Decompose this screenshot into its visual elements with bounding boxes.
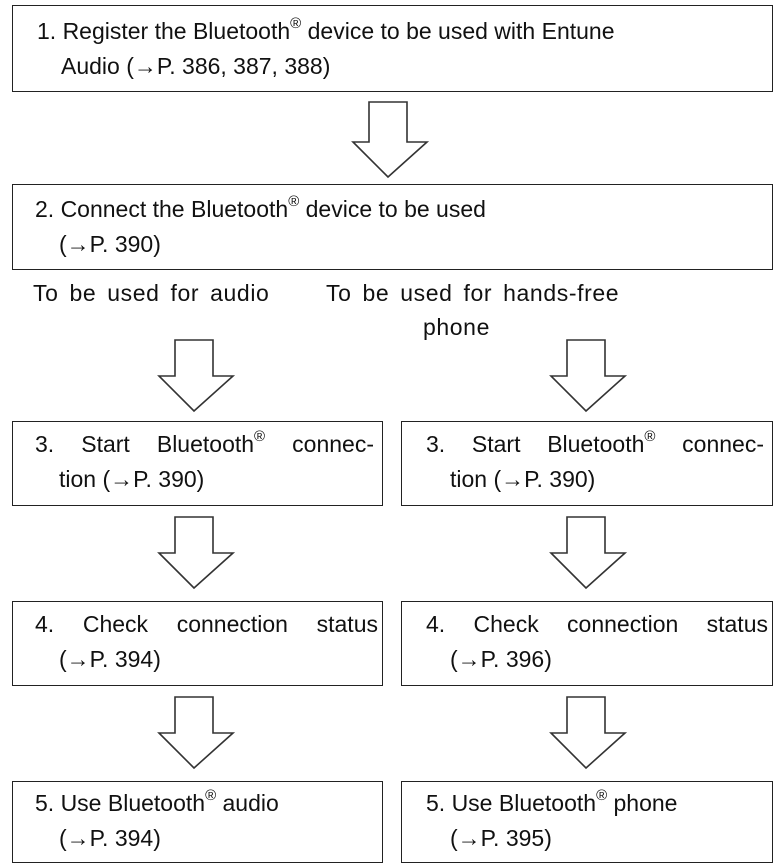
audio-step-5-box: 5. Use Bluetooth® audio (→P. 394) — [12, 781, 383, 863]
audio-step-4-line-2: (→P. 394) — [59, 646, 161, 672]
phone-step-5-box: 5. Use Bluetooth® phone (→P. 395) — [401, 781, 773, 863]
registered-mark: ® — [596, 787, 608, 804]
down-arrow-icon — [351, 101, 430, 179]
branch-label-audio: To be used for audio — [33, 280, 270, 306]
step-1-box: 1. Register the Bluetooth® device to be … — [12, 5, 773, 92]
registered-mark: ® — [288, 193, 300, 210]
step-1-line-2: Audio (→P. 386, 387, 388) — [61, 53, 331, 79]
down-arrow-icon — [549, 696, 628, 770]
step-2-line-1: 2. Connect the Bluetooth® device to be u… — [35, 193, 486, 222]
phone-step-4-box: 4. Check connection status (→P. 396) — [401, 601, 773, 686]
registered-mark: ® — [644, 428, 656, 445]
registered-mark: ® — [254, 428, 266, 445]
phone-step-3-box: 3. Start Bluetooth® connec- tion (→P. 39… — [401, 421, 773, 506]
down-arrow-icon — [157, 696, 236, 770]
audio-step-3-box: 3. Start Bluetooth® connec- tion (→P. 39… — [12, 421, 383, 506]
phone-step-4-line-1: 4. Check connection status — [426, 611, 768, 637]
phone-step-4-line-2: (→P. 396) — [450, 646, 552, 672]
audio-step-3-line-2: tion (→P. 390) — [59, 466, 205, 492]
down-arrow-icon — [157, 516, 236, 590]
down-arrow-icon — [157, 339, 236, 413]
audio-step-4-line-1: 4. Check connection status — [35, 611, 378, 637]
registered-mark: ® — [205, 787, 217, 804]
down-arrow-icon — [549, 339, 628, 413]
step-1-line-1: 1. Register the Bluetooth® device to be … — [37, 15, 615, 44]
registered-mark: ® — [290, 15, 302, 32]
step-2-box: 2. Connect the Bluetooth® device to be u… — [12, 184, 773, 270]
audio-step-5-line-1: 5. Use Bluetooth® audio — [35, 787, 279, 816]
phone-step-3-line-1: 3. Start Bluetooth® connec- — [426, 428, 764, 457]
branch-label-phone-line-1: To be used for hands-free — [326, 280, 620, 306]
audio-step-5-line-2: (→P. 394) — [59, 825, 161, 851]
audio-step-3-line-1: 3. Start Bluetooth® connec- — [35, 428, 374, 457]
phone-step-5-line-1: 5. Use Bluetooth® phone — [426, 787, 678, 816]
down-arrow-icon — [549, 516, 628, 590]
audio-step-4-box: 4. Check connection status (→P. 394) — [12, 601, 383, 686]
step-2-line-2: (→P. 390) — [59, 231, 161, 257]
phone-step-5-line-2: (→P. 395) — [450, 825, 552, 851]
phone-step-3-line-2: tion (→P. 390) — [450, 466, 596, 492]
branch-label-phone-line-2: phone — [423, 314, 490, 340]
